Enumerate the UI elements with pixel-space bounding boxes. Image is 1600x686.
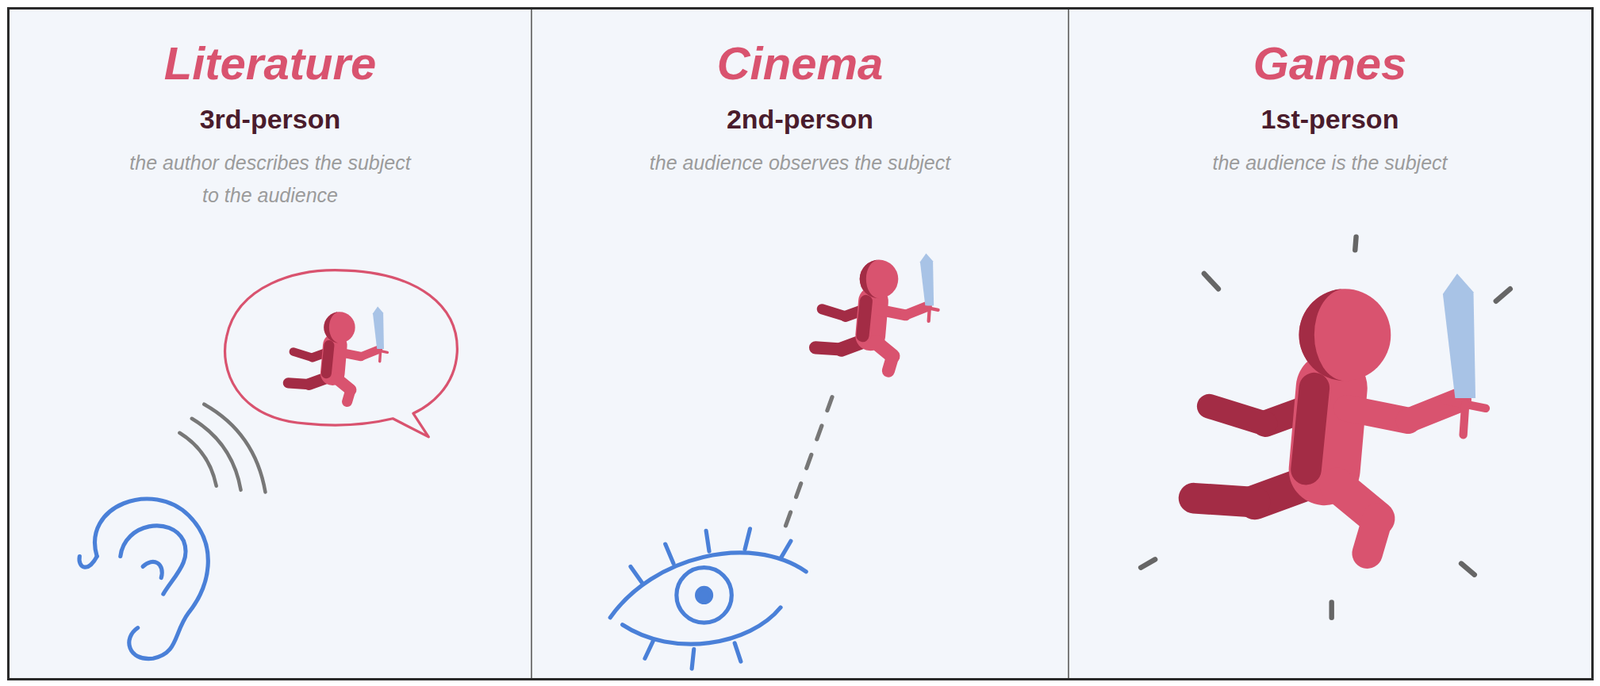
medium-panel: Literature 3rd-person the author describes… — [9, 9, 533, 679]
panel-title: Literature — [164, 35, 377, 92]
panel-description: the author describes the subject to the … — [127, 146, 414, 212]
panel-title: Games — [1253, 35, 1407, 92]
person-label: 1st-person — [1261, 103, 1400, 135]
person-label: 3rd-person — [199, 103, 342, 135]
panel-description: the audience observes the subject — [649, 146, 951, 180]
medium-panel: Cinema 2nd-person the audience observes th… — [532, 9, 1070, 679]
medium-panel: Games 1st-person the audience is the subje… — [1069, 9, 1591, 679]
panel-title: Cinema — [717, 35, 884, 92]
person-label: 2nd-person — [726, 103, 874, 135]
panel-description: the audience is the subject — [1212, 146, 1447, 180]
